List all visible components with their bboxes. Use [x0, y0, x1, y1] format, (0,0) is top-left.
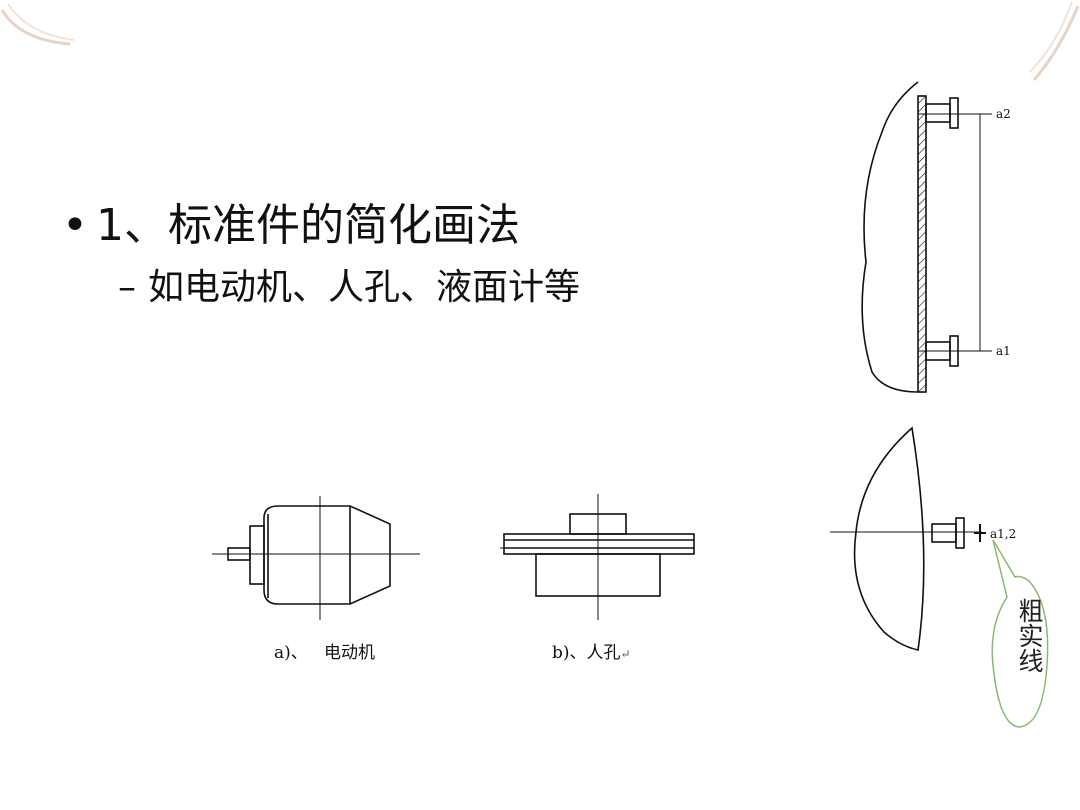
manhole-caption: b)、人孔↵: [552, 638, 631, 663]
level-gauge-figure: a2 a1 a1,2: [822, 72, 1032, 662]
motor-caption: a)、 电动机: [274, 638, 375, 663]
motor-caption-text: 电动机: [324, 643, 375, 663]
manhole-caption-text: b)、人孔: [552, 643, 621, 663]
bullet-level-1: •1、标准件的简化画法: [62, 198, 520, 254]
level-gauge-drawing: a2 a1 a1,2: [830, 81, 1016, 651]
corner-decoration-top-right: [1027, 1, 1080, 81]
callout-bubble: [991, 539, 1049, 728]
bullet-dot: •: [62, 200, 88, 251]
motor-caption-prefix: a)、: [274, 643, 308, 663]
bullet-dash: –: [118, 267, 136, 308]
bullet-1-text: 1、标准件的简化画法: [96, 200, 520, 251]
gauge-label-a1: a1: [996, 344, 1011, 358]
callout-text: 粗实线: [1015, 598, 1044, 673]
gauge-label-a2: a2: [996, 107, 1011, 121]
motor-drawing: [212, 494, 695, 620]
bullet-level-2: –如电动机、人孔、液面计等: [118, 264, 580, 312]
return-mark-icon: ↵: [620, 647, 631, 661]
bullet-1-sub-text: 如电动机、人孔、液面计等: [148, 267, 581, 308]
gauge-label-a12: a1,2: [990, 527, 1016, 541]
corner-decoration-top-left: [0, 3, 75, 46]
standard-parts-figure: a)、 电动机 b)、人孔↵: [200, 490, 700, 663]
